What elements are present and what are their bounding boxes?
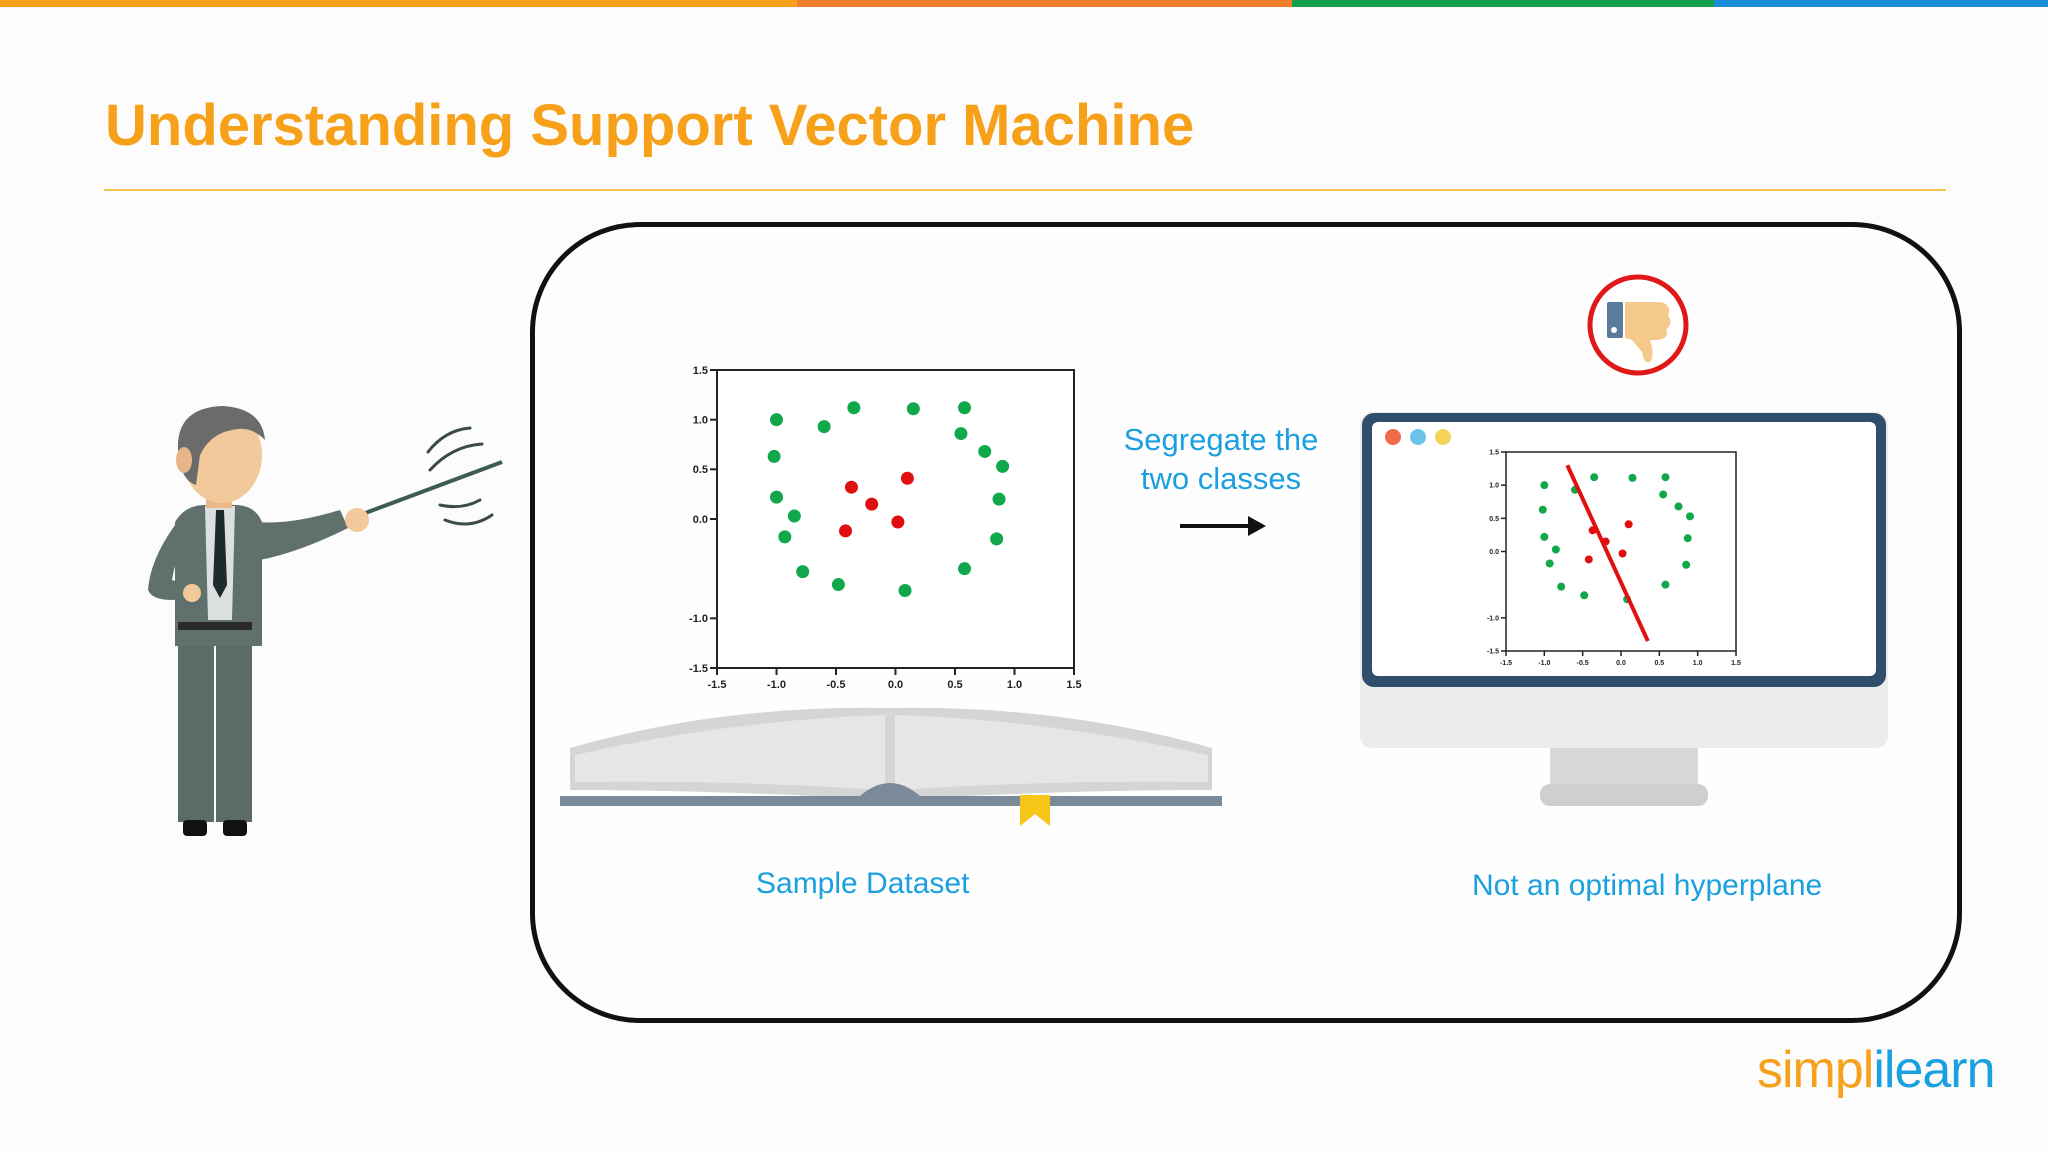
top-bar-segment-darkorange [797, 0, 1292, 7]
segregate-label: Segregate the two classes [1096, 420, 1346, 498]
y-tick-label: 0.5 [1489, 516, 1499, 523]
data-point [978, 444, 992, 458]
presenter-figure [148, 406, 503, 836]
x-tick-label: 0.0 [1616, 660, 1626, 667]
data-point [844, 480, 858, 494]
pointer-stick [359, 460, 503, 517]
data-point [958, 401, 972, 415]
thumbs-down-icon [1587, 274, 1689, 376]
x-tick-label: -1.0 [767, 679, 786, 691]
x-tick-label: 1.5 [1066, 679, 1081, 691]
open-book-icon [560, 707, 1222, 826]
data-point [1545, 559, 1554, 568]
y-tick-label: -1.5 [1487, 648, 1499, 655]
x-tick-label: 1.5 [1731, 660, 1741, 667]
hyperplane-line [1565, 464, 1650, 642]
window-dot-red [1385, 429, 1401, 445]
y-tick-label: 1.0 [693, 415, 708, 427]
data-point [900, 471, 914, 485]
x-tick-label: 0.0 [888, 679, 903, 691]
data-point [1624, 520, 1633, 529]
y-tick-label: -1.0 [689, 613, 708, 625]
x-tick-label: -1.0 [1538, 660, 1550, 667]
data-point [1590, 473, 1599, 482]
page-title: Understanding Support Vector Machine [105, 93, 1195, 158]
not-optimal-label: Not an optimal hyperplane [1472, 869, 1823, 902]
data-point [1661, 473, 1670, 482]
logo-part-2: ilearn [1873, 1041, 1995, 1099]
data-point [1686, 512, 1694, 521]
data-point [787, 509, 801, 523]
data-point [891, 515, 905, 529]
y-tick-label: 1.0 [1489, 483, 1499, 490]
x-tick-label: -1.5 [708, 679, 727, 691]
data-point [847, 401, 861, 415]
x-tick-label: 0.5 [947, 679, 962, 691]
data-point [1538, 505, 1547, 514]
data-point [1540, 532, 1549, 541]
data-point [1551, 545, 1560, 554]
bookmark-icon [1020, 795, 1050, 826]
data-point [839, 524, 853, 538]
data-point [990, 532, 1004, 546]
y-tick-label: 1.5 [1489, 449, 1499, 456]
x-tick-label: -1.5 [1500, 660, 1512, 667]
data-point [1557, 582, 1566, 591]
data-point [1618, 549, 1627, 558]
data-point [831, 578, 845, 592]
y-tick-label: 1.5 [693, 365, 708, 377]
data-point [898, 584, 912, 598]
y-tick-label: 0.0 [693, 514, 708, 526]
x-tick-label: -0.5 [1577, 660, 1589, 667]
data-point [1661, 580, 1670, 589]
y-tick-label: 0.0 [1489, 549, 1499, 556]
data-point [1628, 473, 1637, 482]
segregate-line-2: two classes [1140, 461, 1302, 496]
x-tick-label: -0.5 [827, 679, 846, 691]
data-point [770, 490, 783, 504]
data-point [778, 530, 792, 544]
top-bar-segment-blue [1714, 0, 2048, 7]
x-tick-label: 1.0 [1007, 679, 1022, 691]
data-point [954, 427, 968, 441]
top-color-bar [0, 0, 2048, 7]
data-point [958, 562, 972, 576]
data-point [1682, 560, 1691, 569]
top-bar-segment-orange [0, 0, 797, 7]
data-point [796, 565, 810, 579]
data-point [1659, 490, 1668, 499]
data-point [1584, 555, 1593, 564]
data-point [1683, 534, 1692, 543]
data-point [817, 420, 831, 434]
y-tick-label: -1.0 [1487, 615, 1499, 622]
x-tick-label: 1.0 [1693, 660, 1703, 667]
title-divider [104, 189, 1946, 191]
data-point [1540, 481, 1549, 490]
data-point [865, 497, 879, 511]
sample-dataset-label: Sample Dataset [756, 867, 970, 900]
data-point [770, 413, 783, 427]
data-point [1580, 591, 1589, 600]
y-tick-label: -1.5 [689, 663, 708, 675]
motion-lines-icon [426, 426, 494, 526]
data-point [1674, 502, 1683, 511]
logo-part-1: simpl [1757, 1041, 1874, 1099]
window-dot-blue [1410, 429, 1426, 445]
data-point [906, 402, 920, 416]
data-point [996, 459, 1010, 473]
x-tick-label: 0.5 [1654, 660, 1664, 667]
segregate-line-1: Segregate the [1123, 422, 1319, 457]
top-bar-segment-green [1292, 0, 1714, 7]
y-tick-label: 0.5 [693, 464, 708, 476]
window-dot-yellow [1435, 429, 1451, 445]
data-point [992, 492, 1006, 506]
data-point [767, 449, 781, 463]
simplilearn-logo: simplilearn [1757, 1040, 1996, 1100]
